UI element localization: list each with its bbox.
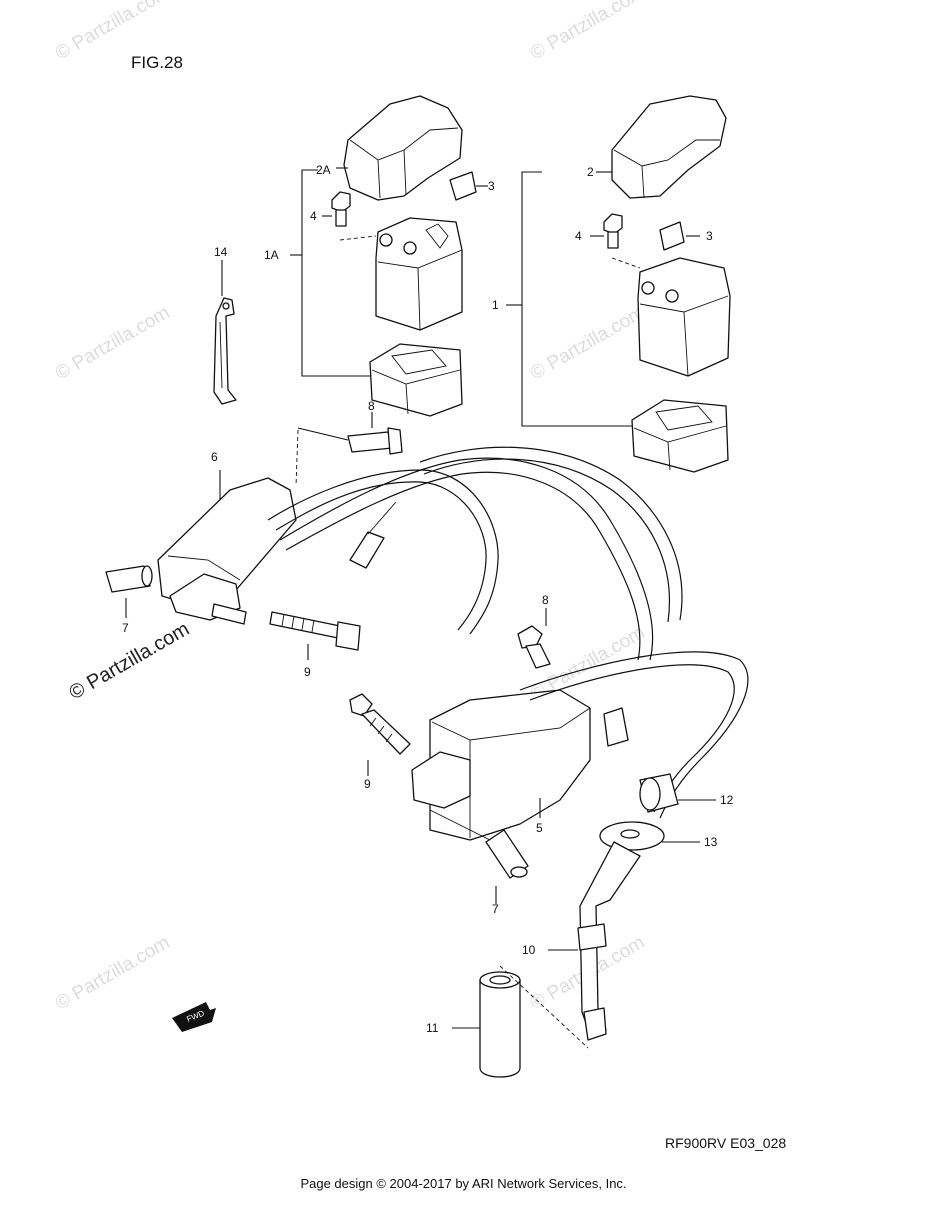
callout-10: 10 xyxy=(522,943,536,957)
callout-4: 4 xyxy=(575,229,582,243)
callout-12: 12 xyxy=(720,793,734,807)
callout-7: 7 xyxy=(122,621,129,635)
relay-boot-left xyxy=(369,343,463,417)
plug-cap-10 xyxy=(548,841,641,1041)
callout-7: 7 xyxy=(492,902,499,916)
page-footer: Page design © 2004-2017 by ARI Network S… xyxy=(300,1176,627,1191)
callout-3: 3 xyxy=(488,179,495,193)
callout-2: 2 xyxy=(587,165,594,179)
seal-12 xyxy=(639,773,716,813)
callout-6: 6 xyxy=(211,450,218,464)
ignition-coil-6 xyxy=(157,429,683,661)
figure-title: FIG.28 xyxy=(131,53,183,72)
watermark-text: © Partzilla.com xyxy=(66,618,194,704)
watermark-text: © Partzilla.com xyxy=(527,302,648,384)
watermark-text: © Partzilla.com xyxy=(527,0,648,64)
callout-1: 1 xyxy=(492,298,499,312)
cable-tie-14 xyxy=(213,260,237,405)
starter-relay-1-group xyxy=(506,95,731,473)
watermark-text: © Partzilla.com xyxy=(52,302,173,384)
bolt-4-left xyxy=(331,191,351,227)
callout-9: 9 xyxy=(364,777,371,791)
callout-3: 3 xyxy=(706,229,713,243)
callout-11: 11 xyxy=(426,1021,439,1035)
bolt-4-right xyxy=(603,213,623,249)
bolt-9-lower xyxy=(349,693,411,776)
callout-8: 8 xyxy=(542,593,549,607)
fuse-3-right xyxy=(659,221,685,251)
bolt-8-upper xyxy=(297,412,403,455)
relay-boot-right xyxy=(631,399,729,473)
fuse-3-left xyxy=(449,171,477,201)
diagram-reference-code: RF900RV E03_028 xyxy=(665,1135,786,1151)
callout-8: 8 xyxy=(368,399,375,413)
relay-cover-2A xyxy=(343,95,463,201)
callout-5: 5 xyxy=(536,821,543,835)
callout-4: 4 xyxy=(310,209,317,223)
cap-cover-11 xyxy=(452,965,589,1078)
starter-relay-1A-group xyxy=(290,95,488,417)
forward-direction-arrow-icon: FWD xyxy=(172,1002,216,1032)
ignition-coil-5 xyxy=(411,651,749,841)
callout-14: 14 xyxy=(214,245,228,259)
relay-cover-2 xyxy=(611,95,727,199)
bolt-8-middle xyxy=(517,608,551,669)
callout-2A: 2A xyxy=(316,163,331,177)
callout-13: 13 xyxy=(704,835,718,849)
callout-labels: 2A 3 4 1A 14 2 3 4 1 8 6 7 9 8 9 5 12 13… xyxy=(122,163,734,1035)
spacer-7-upper xyxy=(105,565,153,618)
callout-9: 9 xyxy=(304,665,311,679)
watermark-text: © Partzilla.com xyxy=(52,932,173,1014)
callout-1A: 1A xyxy=(264,248,279,262)
bolt-9-upper xyxy=(269,611,361,660)
spacer-7-lower xyxy=(429,809,529,904)
